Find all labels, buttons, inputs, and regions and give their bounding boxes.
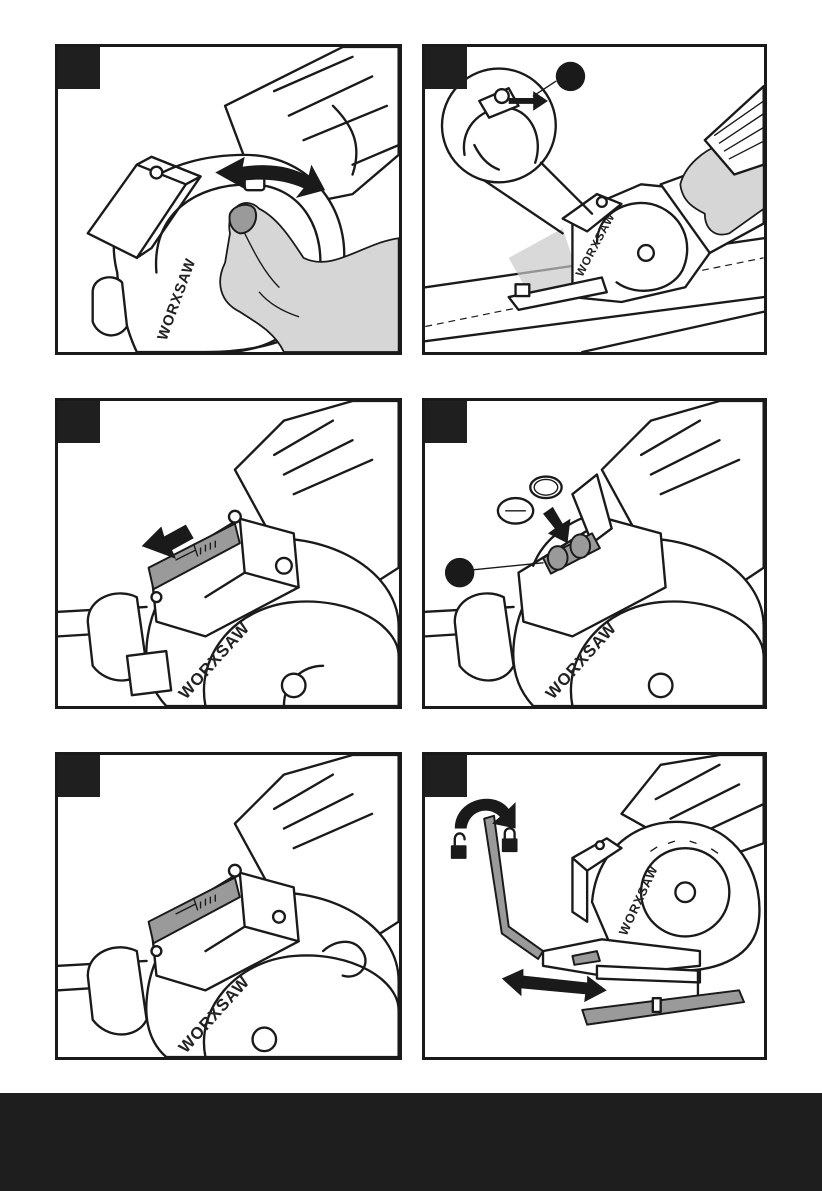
- callout-marker: [556, 62, 585, 91]
- figure-number-tag-5: [58, 755, 100, 797]
- callout-marker: [445, 558, 474, 587]
- figure-number-tag-2: [425, 47, 467, 89]
- figure-panel-4: WORXSAW: [422, 398, 767, 709]
- insert-arrow-icon: [543, 507, 570, 543]
- page-footer-bar: [0, 1093, 822, 1191]
- figure-panel-2: WORXSAW W: [422, 44, 767, 355]
- figure-number-tag-1: [58, 47, 100, 89]
- figure-panel-3: WORXSAW: [55, 398, 402, 709]
- rip-fence-adjust-illustration: WORXSAW: [425, 755, 764, 1057]
- figure-panel-6: WORXSAW: [422, 752, 767, 1060]
- unlock-icon: [451, 833, 467, 858]
- saw-cutting-light-illustration: WORXSAW W: [425, 47, 764, 352]
- light-cover-slide-illustration: WORXSAW: [58, 401, 399, 706]
- figure-number-tag-4: [425, 401, 467, 443]
- figure-panel-5: WORXSAW: [55, 752, 402, 1060]
- figure-panel-1: WORXSAW: [55, 44, 402, 355]
- figure-number-tag-6: [425, 755, 467, 797]
- lock-icon: [502, 828, 518, 852]
- light-cover-closed-illustration: WORXSAW: [58, 755, 399, 1057]
- figure-number-tag-3: [58, 401, 100, 443]
- battery-insert-illustration: WORXSAW: [425, 401, 764, 706]
- saw-guard-adjust-illustration: WORXSAW: [58, 47, 399, 352]
